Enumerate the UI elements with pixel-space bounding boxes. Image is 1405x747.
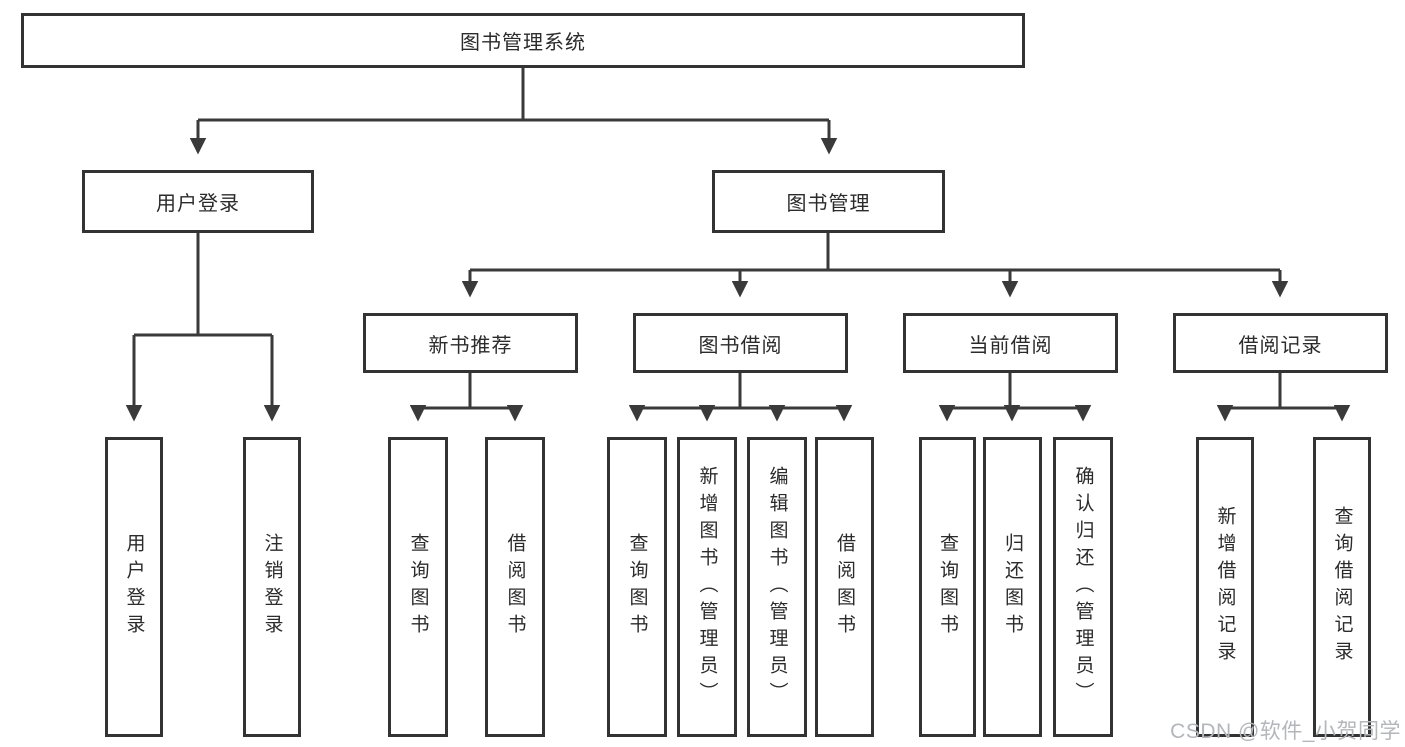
node-book-borrowing: 图书借阅 [633, 313, 848, 373]
node-leaf-query-books-2: 查询图书 [607, 437, 667, 737]
node-current-borrowing: 当前借阅 [903, 313, 1118, 373]
node-leaf-add-books-admin: 新增图书（管理员） [677, 437, 737, 737]
node-leaf-borrow-books-2: 借阅图书 [815, 437, 874, 737]
node-library-management-system: 图书管理系统 [21, 13, 1025, 68]
node-book-management: 图书管理 [712, 170, 945, 233]
node-leaf-add-borrow-record: 新增借阅记录 [1196, 437, 1254, 737]
node-leaf-query-borrow-record: 查询借阅记录 [1313, 437, 1371, 737]
node-leaf-query-books-1: 查询图书 [388, 437, 448, 737]
node-leaf-borrow-books-1: 借阅图书 [485, 437, 545, 737]
node-leaf-user-login: 用户登录 [105, 437, 163, 737]
node-borrowing-records: 借阅记录 [1173, 313, 1388, 373]
node-leaf-return-books: 归还图书 [983, 437, 1042, 737]
node-user-login: 用户登录 [82, 170, 314, 233]
node-new-book-recommendation: 新书推荐 [363, 313, 578, 373]
node-leaf-edit-books-admin: 编辑图书（管理员） [747, 437, 807, 737]
csdn-watermark: CSDN @软件_小贺同学 [1170, 720, 1401, 743]
node-leaf-confirm-return-admin: 确认归还（管理员） [1053, 437, 1113, 737]
node-leaf-query-books-3: 查询图书 [919, 437, 976, 737]
node-leaf-logout: 注销登录 [243, 437, 301, 737]
